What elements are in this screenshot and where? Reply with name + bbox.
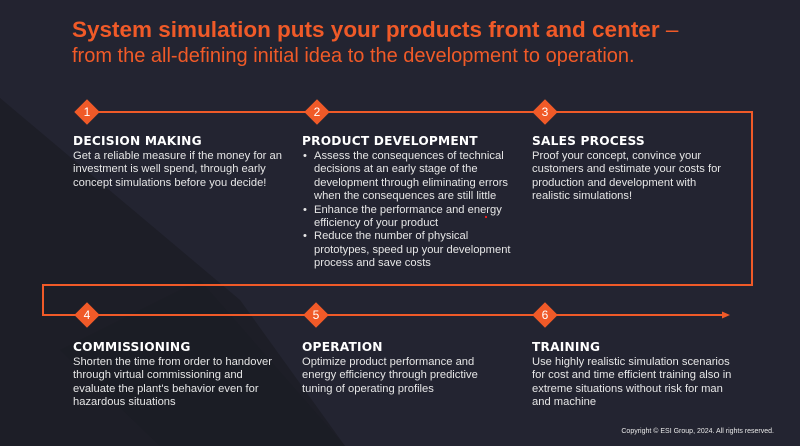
- step-text: Shorten the time from order to handover …: [73, 356, 272, 409]
- step-text: Get a reliable measure if the money for …: [73, 150, 282, 189]
- arrowhead-icon: [722, 311, 730, 319]
- step-marker-3: 3: [532, 99, 558, 125]
- step-marker-4: 4: [74, 302, 100, 328]
- step-marker-1: 1: [74, 99, 100, 125]
- step-number: 6: [541, 308, 549, 322]
- step-bullet-list: Assess the consequences of technical dec…: [302, 150, 524, 271]
- step-card-commissioning: COMMISSIONING Shorten the time from orde…: [73, 340, 283, 410]
- stray-red-dot: [485, 216, 487, 218]
- step-card-training: TRAINING Use highly realistic simulation…: [532, 340, 742, 410]
- step-title: SALES PROCESS: [532, 134, 645, 148]
- step-title: TRAINING: [532, 340, 601, 354]
- page-subtitle: from the all-defining initial idea to th…: [72, 45, 635, 67]
- step-marker-6: 6: [532, 302, 558, 328]
- step-card-operation: OPERATION Optimize product performance a…: [302, 340, 507, 396]
- step-card-sales-process: SALES PROCESS Proof your concept, convin…: [532, 134, 737, 204]
- step-number: 2: [313, 105, 321, 119]
- step-text: Use highly realistic simulation scenario…: [532, 356, 732, 409]
- step-marker-5: 5: [303, 302, 329, 328]
- step-marker-2: 2: [304, 99, 330, 125]
- step-number: 4: [83, 308, 91, 322]
- step-card-product-development: PRODUCT DEVELOPMENT Assess the consequen…: [302, 134, 524, 271]
- bullet-item: Assess the consequences of technical dec…: [302, 150, 524, 204]
- step-title: COMMISSIONING: [73, 340, 191, 354]
- copyright-notice: Copyright © ESI Group, 2024. All rights …: [621, 428, 774, 435]
- step-number: 3: [541, 105, 549, 119]
- bullet-item: Enhance the performance and energy effic…: [302, 204, 524, 231]
- title-bold: System simulation puts your products fro…: [72, 17, 660, 42]
- step-title: PRODUCT DEVELOPMENT: [302, 134, 478, 148]
- step-card-decision-making: DECISION MAKING Get a reliable measure i…: [73, 134, 298, 190]
- step-title: OPERATION: [302, 340, 383, 354]
- title-dash: –: [659, 17, 679, 42]
- page-title: System simulation puts your products fro…: [72, 17, 678, 69]
- step-text: Optimize product performance and energy …: [302, 356, 478, 395]
- step-text: Proof your concept, convince your custom…: [532, 150, 722, 203]
- step-number: 5: [312, 308, 320, 322]
- step-title: DECISION MAKING: [73, 134, 202, 148]
- bullet-item: Reduce the number of physical prototypes…: [302, 230, 524, 270]
- step-number: 1: [83, 105, 91, 119]
